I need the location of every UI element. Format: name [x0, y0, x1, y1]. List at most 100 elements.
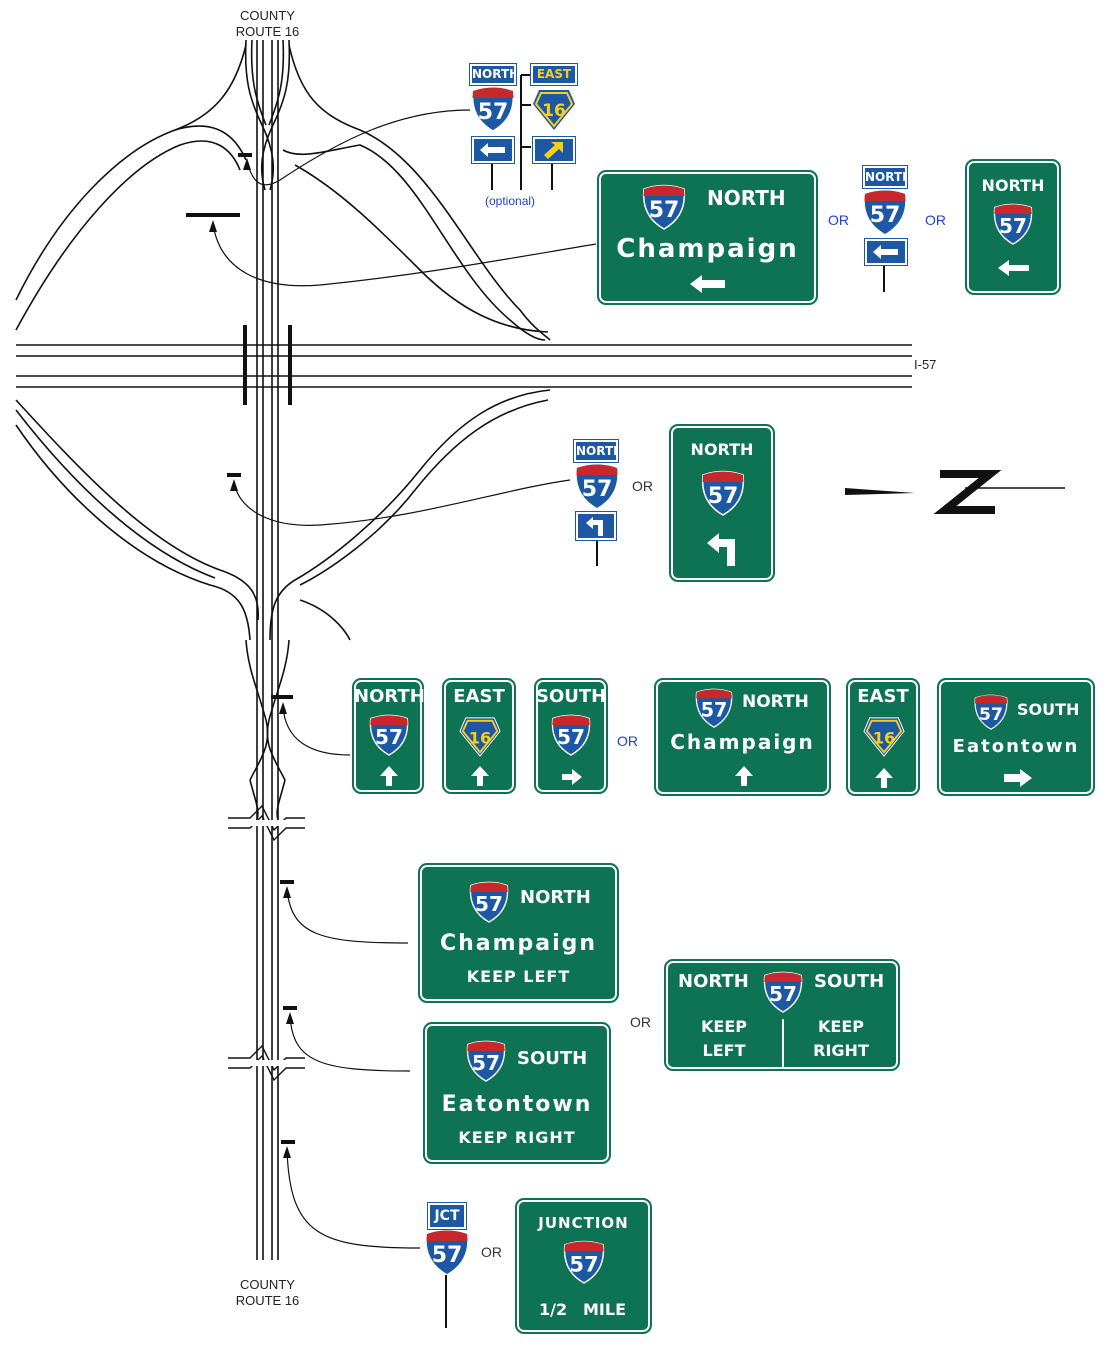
svg-text:57: 57	[478, 100, 509, 125]
north-marker: NORTH	[469, 63, 519, 86]
south-57-right-sign: SOUTH 57	[534, 678, 608, 794]
destination-label: Eatontown	[441, 1092, 593, 1117]
direction-label: NORTH	[520, 887, 591, 908]
arrow-up-icon	[735, 766, 753, 786]
interstate-shield-icon: 57	[469, 881, 509, 923]
arrow-up-icon	[380, 766, 398, 786]
distance-label: 1/2	[539, 1300, 568, 1319]
interstate-shield-icon: 57	[466, 1040, 506, 1082]
arrow-left-icon	[998, 260, 1029, 276]
interstate-shield-icon: 57	[576, 464, 618, 508]
mile-label: MILE	[583, 1300, 626, 1319]
direction-label: NORTH	[981, 176, 1045, 195]
svg-text:16: 16	[542, 101, 566, 121]
direction-label: NORTH	[707, 186, 786, 210]
svg-text:57: 57	[649, 198, 680, 223]
arrow-left-icon	[873, 245, 898, 259]
county-pentagon-icon: 16	[863, 717, 905, 757]
svg-text:16: 16	[469, 729, 492, 748]
turn-left-marker	[575, 511, 617, 541]
direction-label: EAST	[857, 686, 909, 707]
east-16-ahead-sign-alt: EAST 16	[846, 678, 920, 796]
destination-label: Champaign	[616, 234, 799, 264]
interstate-shield-icon: 57	[695, 688, 733, 728]
champaign-left-guide-sign: 57 NORTH Champaign	[597, 170, 818, 305]
interstate-shield-icon: 57	[974, 694, 1008, 730]
champaign-ahead-guide-sign: 57 NORTH Champaign	[654, 678, 831, 796]
or-label: OR	[925, 212, 946, 228]
arrow-up-icon	[875, 768, 893, 788]
county-route-bottom-line1: COUNTY	[240, 1277, 295, 1292]
interstate-shield-icon: 57	[993, 203, 1033, 245]
east-16-ahead-sign: EAST 16	[442, 678, 516, 794]
interstate-shield-icon: 57	[642, 184, 686, 230]
interstate-shield-icon: 57	[426, 1230, 468, 1274]
direction-label: SOUTH	[1017, 700, 1080, 719]
svg-text:57: 57	[979, 705, 1003, 725]
champaign-keep-left-sign: 57 NORTH Champaign KEEP LEFT	[418, 863, 619, 1003]
turn-left-arrow-icon	[586, 517, 603, 536]
north-marker: NORTH	[862, 165, 912, 189]
left-arrow-marker	[864, 238, 908, 266]
svg-text:57: 57	[432, 1243, 463, 1268]
east-marker: EAST	[530, 63, 578, 86]
interstate-shield-icon: 57	[701, 470, 745, 516]
destination-label: Champaign	[670, 730, 815, 754]
north-57-turn-left-sign: NORTH 57	[669, 424, 775, 582]
county-pentagon-icon: 16	[459, 717, 501, 757]
svg-text:57: 57	[999, 214, 1027, 238]
svg-text:57: 57	[375, 725, 403, 749]
arrow-left-icon	[480, 143, 505, 157]
svg-text:57: 57	[701, 699, 728, 722]
right-label: RIGHT	[813, 1041, 869, 1060]
direction-label: NORTH	[690, 440, 754, 459]
county-route-bottom-line2: ROUTE 16	[235, 1293, 300, 1308]
arrow-up-right-icon	[544, 142, 563, 159]
turn-left-arrow-icon	[707, 533, 735, 566]
split-divider	[782, 1019, 784, 1069]
keep-label-right: KEEP	[818, 1017, 864, 1036]
interstate-shield-icon: 57	[763, 971, 803, 1013]
or-label: OR	[481, 1244, 502, 1260]
south-label: SOUTH	[814, 971, 885, 992]
destination-label: Champaign	[439, 931, 598, 956]
svg-text:57: 57	[708, 484, 739, 509]
interstate-shield-icon: 57	[471, 86, 515, 132]
or-label: OR	[632, 478, 653, 494]
north-arrow-icon	[845, 470, 1065, 514]
direction-label: NORTH	[354, 686, 425, 707]
interstate-shield-icon: 57	[369, 714, 409, 756]
keep-right-label: KEEP RIGHT	[458, 1128, 576, 1147]
north-marker: NORTH	[573, 439, 623, 463]
eatontown-keep-right-sign: 57 SOUTH Eatontown KEEP RIGHT	[423, 1022, 611, 1164]
keep-label-left: KEEP	[701, 1017, 747, 1036]
junction-half-mile-sign: JUNCTION 57 1/2 MILE	[515, 1198, 652, 1334]
interstate-label: I-57	[914, 357, 937, 372]
or-label: OR	[630, 1014, 651, 1030]
county-pentagon-icon: 16	[533, 90, 575, 130]
direction-label: SOUTH	[517, 1048, 588, 1069]
arrow-right-icon	[562, 769, 582, 785]
svg-text:57: 57	[569, 1252, 598, 1277]
jct-marker: JCT	[427, 1202, 467, 1230]
svg-text:57: 57	[769, 982, 797, 1006]
direction-label: NORTH	[742, 692, 809, 712]
svg-text:57: 57	[870, 203, 901, 228]
north-57-ahead-sign: NORTH 57	[352, 678, 425, 794]
junction-label: JUNCTION	[538, 1214, 629, 1232]
svg-text:57: 57	[557, 725, 585, 749]
svg-text:57: 57	[475, 892, 503, 916]
up-right-arrow-marker	[532, 136, 576, 164]
optional-note: (optional)	[485, 194, 536, 208]
svg-text:16: 16	[873, 729, 896, 748]
arrow-right-icon	[1004, 769, 1032, 787]
direction-label: SOUTH	[536, 686, 607, 707]
north-south-keep-split-sign: NORTH 57 SOUTH KEEP LEFT KEEP RIGHT	[664, 959, 900, 1071]
left-arrow-marker	[471, 136, 515, 164]
county-route-top-line1: COUNTY	[240, 8, 295, 23]
north-label: NORTH	[678, 971, 749, 992]
interstate-shield-icon: 57	[864, 190, 906, 234]
arrow-left-icon	[690, 275, 725, 293]
interstate-shield-icon: 57	[563, 1240, 605, 1284]
